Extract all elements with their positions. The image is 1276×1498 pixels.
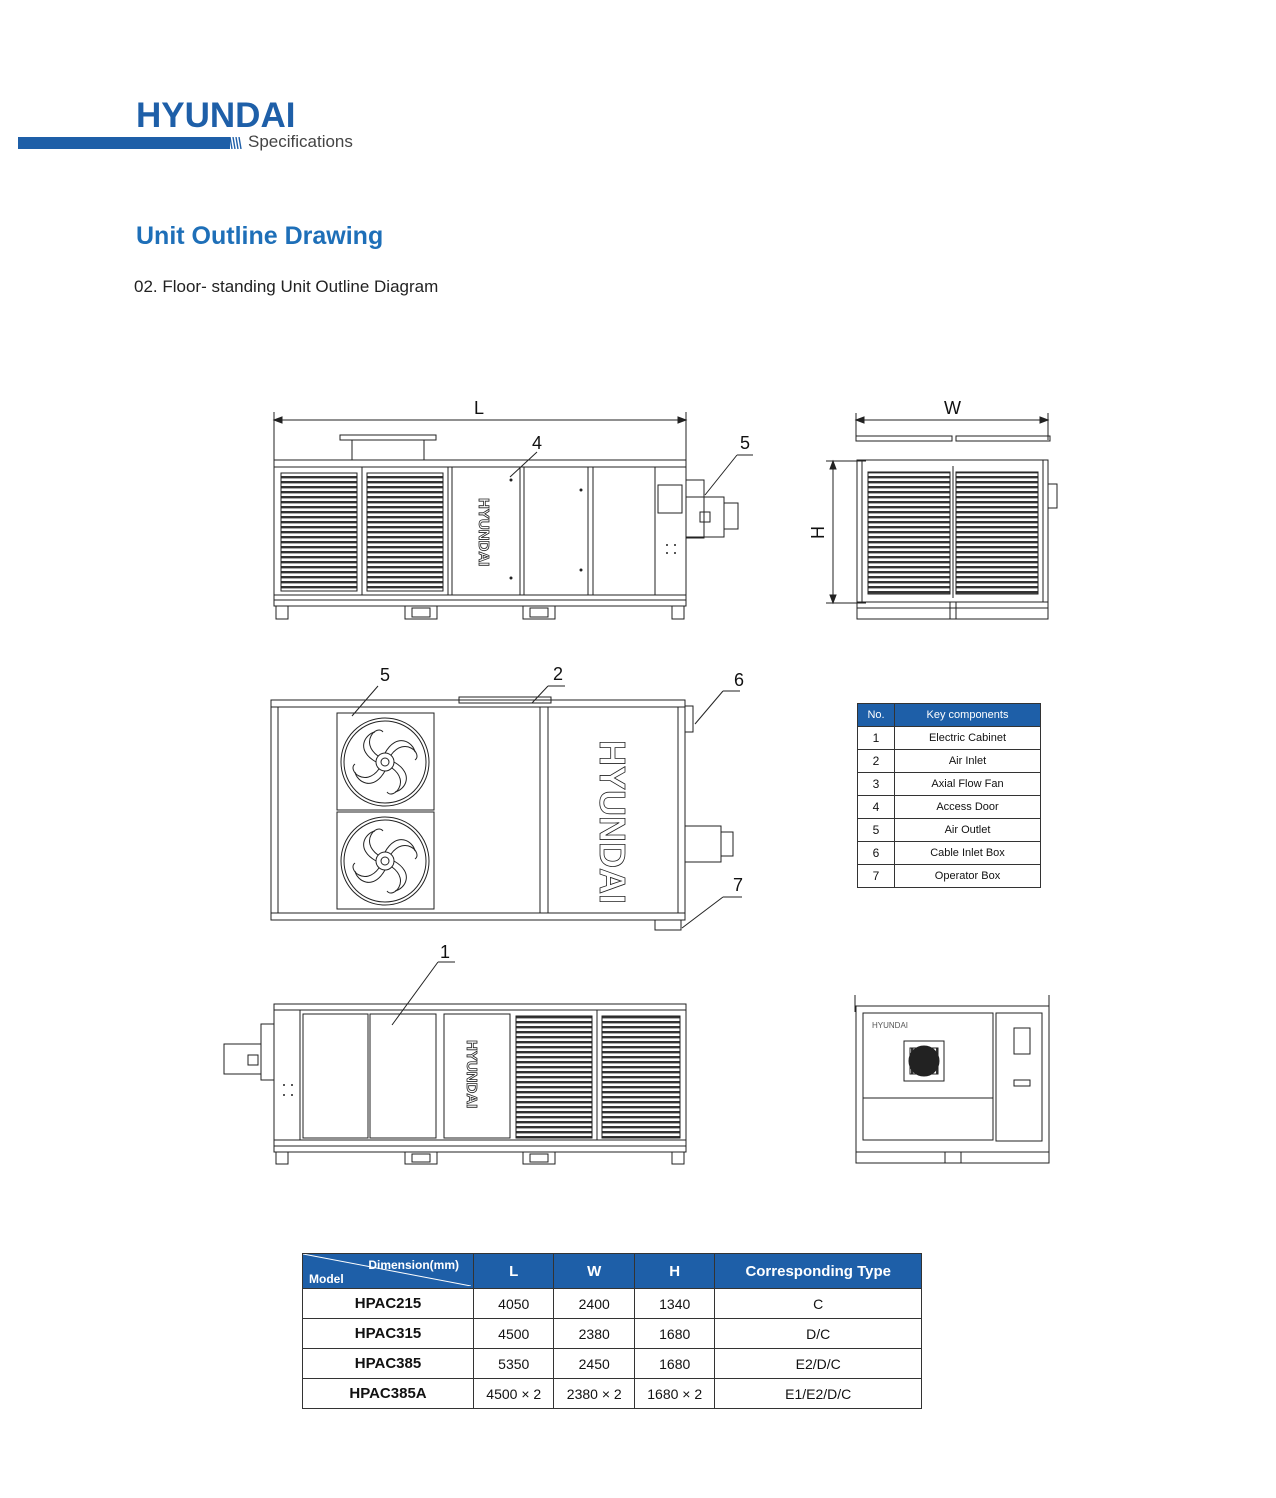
key-component: Air Outlet xyxy=(894,818,1041,842)
dimensions-table: Dimension(mm) Model L W H Corresponding … xyxy=(302,1253,922,1409)
key-component: Electric Cabinet xyxy=(894,726,1041,750)
model-cell: HPAC385 xyxy=(302,1348,474,1379)
table-row: HPAC385A 4500 × 2 2380 × 2 1680 × 2 E1/E… xyxy=(302,1378,922,1409)
callout-2: 2 xyxy=(553,664,563,684)
key-header-no: No. xyxy=(857,703,895,727)
dim-header-h: H xyxy=(633,1253,716,1289)
type-cell: D/C xyxy=(714,1318,922,1349)
unit-brand-marking-top: HYUNDAI xyxy=(592,740,633,904)
key-component: Axial Flow Fan xyxy=(894,772,1041,796)
side-view xyxy=(826,413,1058,620)
corner-diagonal xyxy=(303,1254,471,1286)
page-subtitle: 02. Floor- standing Unit Outline Diagram xyxy=(134,277,439,296)
w-cell: 2380 × 2 xyxy=(553,1378,635,1409)
h-cell: 1340 xyxy=(633,1288,716,1319)
key-component: Access Door xyxy=(894,795,1041,819)
dim-header-l: L xyxy=(472,1253,555,1289)
table-row: HPAC315 4500 2380 1680 D/C xyxy=(302,1318,922,1349)
l-cell: 4500 × 2 xyxy=(472,1378,555,1409)
h-cell: 1680 xyxy=(633,1318,716,1349)
w-cell: 2400 xyxy=(553,1288,635,1319)
h-cell: 1680 xyxy=(633,1348,716,1379)
key-no: 4 xyxy=(857,795,895,819)
unit-brand-marking: HYUNDAI xyxy=(475,498,492,566)
brand-bar xyxy=(18,137,230,149)
brand-stripes-icon xyxy=(229,137,242,149)
dim-corner-top: Dimension(mm) xyxy=(368,1258,459,1272)
dim-corner-header: Dimension(mm) Model xyxy=(302,1253,474,1289)
dim-corner-bottom: Model xyxy=(309,1272,344,1286)
callout-1: 1 xyxy=(440,942,450,962)
w-cell: 2380 xyxy=(553,1318,635,1349)
l-cell: 5350 xyxy=(472,1348,555,1379)
key-component: Cable Inlet Box xyxy=(894,841,1041,865)
callout-5-top: 5 xyxy=(380,665,390,685)
dim-header-w: W xyxy=(553,1253,635,1289)
callout-7: 7 xyxy=(733,875,743,895)
front-view: HYUNDAI xyxy=(272,412,753,620)
h-cell: 1680 × 2 xyxy=(633,1378,716,1409)
brand-logo: HYUNDAI xyxy=(136,96,296,135)
key-no: 1 xyxy=(857,726,895,750)
key-no: 5 xyxy=(857,818,895,842)
callout-4: 4 xyxy=(532,433,542,453)
callout-5: 5 xyxy=(740,433,750,453)
key-no: 7 xyxy=(857,864,895,888)
model-cell: HPAC215 xyxy=(302,1288,474,1319)
callout-6: 6 xyxy=(734,670,744,690)
table-row: HPAC215 4050 2400 1340 C xyxy=(302,1288,922,1319)
dim-header-type: Corresponding Type xyxy=(714,1253,922,1289)
section-label: Specifications xyxy=(248,132,353,151)
dim-label-w: W xyxy=(944,398,961,418)
key-no: 6 xyxy=(857,841,895,865)
page-title: Unit Outline Drawing xyxy=(136,222,384,250)
key-component: Air Inlet xyxy=(894,749,1041,773)
model-cell: HPAC315 xyxy=(302,1318,474,1349)
l-cell: 4500 xyxy=(472,1318,555,1349)
type-cell: E1/E2/D/C xyxy=(714,1378,922,1409)
unit-brand-marking-rear: HYUNDAI xyxy=(463,1040,480,1108)
top-view: HYUNDAI xyxy=(270,685,742,931)
l-cell: 4050 xyxy=(472,1288,555,1319)
type-cell: E2/D/C xyxy=(714,1348,922,1379)
end-view: HYUNDAI xyxy=(854,995,1050,1164)
model-cell: HPAC385A xyxy=(302,1378,474,1409)
key-component: Operator Box xyxy=(894,864,1041,888)
dim-label-h: H xyxy=(808,526,828,539)
key-header-component: Key components xyxy=(894,703,1041,727)
w-cell: 2450 xyxy=(553,1348,635,1379)
key-no: 3 xyxy=(857,772,895,796)
type-cell: C xyxy=(714,1288,922,1319)
dim-label-l: L xyxy=(474,398,484,418)
table-row: HPAC385 5350 2450 1680 E2/D/C xyxy=(302,1348,922,1379)
unit-brand-marking-end: HYUNDAI xyxy=(872,1021,908,1030)
rear-view: HYUNDAI xyxy=(223,961,687,1165)
key-no: 2 xyxy=(857,749,895,773)
